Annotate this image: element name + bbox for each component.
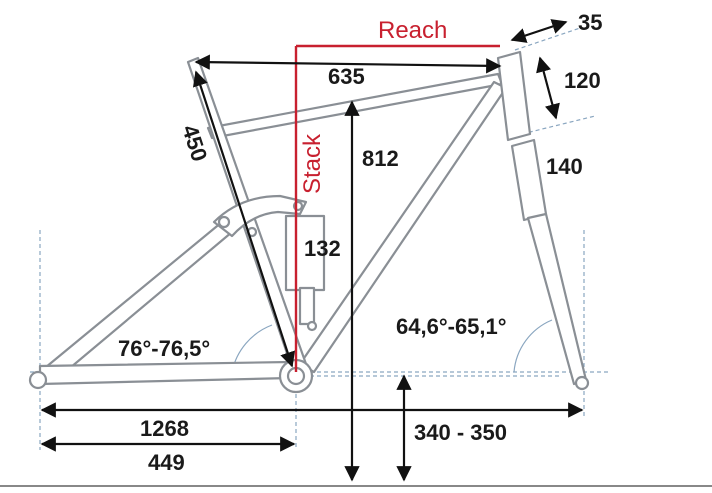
seat-tube-arrow <box>192 70 296 368</box>
shock-shaft <box>298 286 316 326</box>
fork-crown <box>510 138 548 222</box>
dimension-arrows <box>40 19 584 482</box>
fork-travel-value: 120 <box>564 68 601 93</box>
chainstay-value: 449 <box>148 450 185 475</box>
stem-top-guide <box>514 27 581 51</box>
front-axle <box>574 375 590 391</box>
headtube-bottom-guide <box>521 115 596 135</box>
stack-value: 812 <box>362 146 399 171</box>
head-angle-value: 64,6°-65,1° <box>396 314 507 339</box>
fork-travel-arrow <box>536 56 560 120</box>
bb-height-value: 340 - 350 <box>414 420 507 445</box>
shock-mount-bottom <box>306 320 318 332</box>
rear-dropout <box>28 370 48 390</box>
chain-stay <box>38 360 292 386</box>
head-angle-arc <box>513 319 553 373</box>
bike-frame <box>28 50 590 394</box>
top-tube-arrow <box>194 54 502 74</box>
seat-angle-value: 76°-76,5° <box>118 336 210 361</box>
wheelbase-value: 1268 <box>140 416 189 441</box>
dimension-labels: Reach Stack 635 812 450 132 140 35 120 7… <box>118 10 602 475</box>
shock-value: 132 <box>304 236 341 261</box>
fork-leg <box>526 212 588 386</box>
stack-label: Stack <box>299 133 326 194</box>
stem-offset-arrow <box>510 19 568 43</box>
reach-stack-lines <box>294 44 500 372</box>
top-tube-value: 635 <box>328 64 365 89</box>
head-tube-value: 140 <box>546 154 583 179</box>
stem-offset-value: 35 <box>578 10 602 35</box>
head-tube <box>496 50 532 142</box>
reach-label: Reach <box>378 17 447 44</box>
rocker-pivot <box>217 215 231 229</box>
